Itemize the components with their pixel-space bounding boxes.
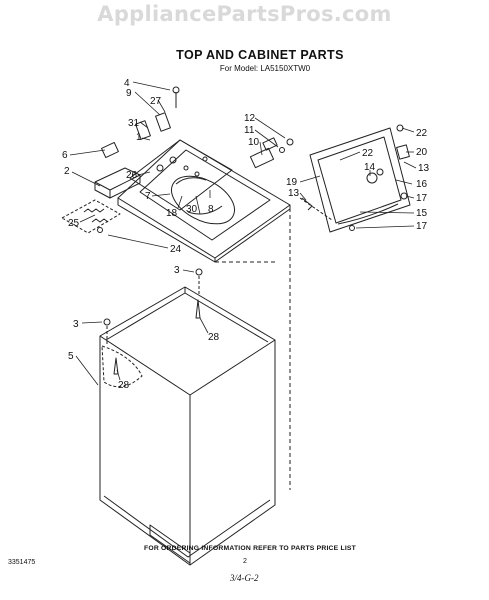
callout-label: 26: [126, 170, 138, 181]
document-part-number: 3351475: [8, 559, 36, 566]
callout-labels: 4 9 27 31 1 6 2 26 7 18 30 8 25 24 12 11…: [62, 78, 430, 391]
callout-label: 12: [244, 113, 256, 124]
callout-label: 28: [208, 332, 220, 343]
callout-label: 13: [288, 188, 300, 199]
watermark: AppliancePartsPros.com: [97, 2, 392, 26]
callout-label: 28: [118, 380, 130, 391]
callout-label: 16: [416, 179, 428, 190]
callout-label: 22: [416, 128, 428, 139]
page-number: 2: [243, 558, 247, 565]
leader-lines: [69, 81, 417, 386]
handwritten-mark: 3/4-G-2: [230, 573, 259, 583]
lid-switch-drawing: [249, 137, 294, 169]
model-subtitle: For Model: LA5150XTW0: [219, 64, 311, 73]
hinge-bracket-drawing: [94, 86, 180, 199]
callout-label: 14: [364, 162, 376, 173]
callout-label: 1: [136, 132, 142, 143]
callout-label: 9: [126, 88, 132, 99]
screw-drawing: [103, 268, 203, 345]
callout-label: 5: [68, 351, 74, 362]
hinge-spring-drawing: [61, 199, 121, 234]
console-strip-drawing: [129, 139, 233, 211]
callout-label: 3: [73, 319, 79, 330]
callout-label: 13: [418, 163, 430, 174]
callout-label: 6: [62, 150, 68, 161]
callout-label: 31: [128, 118, 140, 129]
callout-label: 27: [150, 96, 162, 107]
callout-label: 19: [286, 177, 298, 188]
callout-label: 20: [416, 147, 428, 158]
callout-label: 10: [248, 137, 260, 148]
cabinet-drawing: [99, 286, 276, 566]
callout-label: 22: [362, 148, 374, 159]
top-cover-drawing: [117, 139, 291, 490]
lid-door-drawing: [299, 124, 411, 233]
diagram-drawing: [61, 86, 411, 566]
ordering-note: FOR ORDERING INFORMATION REFER TO PARTS …: [143, 545, 357, 552]
callout-label: 8: [208, 204, 214, 215]
callout-label: 30: [186, 204, 198, 215]
callout-label: 17: [416, 193, 428, 204]
callout-label: 25: [68, 218, 80, 229]
callout-label: 2: [64, 166, 70, 177]
callout-label: 11: [244, 125, 255, 136]
callout-label: 17: [416, 221, 428, 232]
callout-label: 24: [170, 244, 182, 255]
callout-label: 15: [416, 208, 428, 219]
page-title: TOP AND CABINET PARTS: [176, 48, 344, 62]
callout-label: 7: [145, 191, 151, 202]
callout-label: 18: [166, 208, 178, 219]
callout-label: 3: [174, 265, 180, 276]
callout-label: 4: [124, 78, 130, 89]
